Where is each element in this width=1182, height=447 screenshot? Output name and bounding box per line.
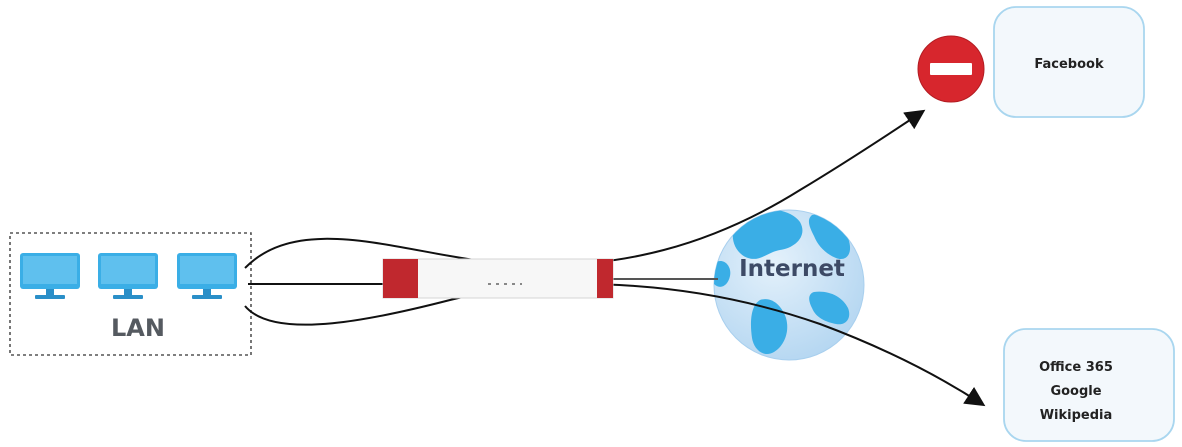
allowed-site-office365: Office 365 xyxy=(1039,360,1113,375)
allowed-site-wikipedia: Wikipedia xyxy=(1040,408,1113,423)
monitor-icon xyxy=(98,253,158,299)
monitor-icon xyxy=(20,253,80,299)
allowed-sites-box: Office 365 Google Wikipedia xyxy=(1004,329,1174,441)
lan-group: LAN xyxy=(10,233,251,355)
blocked-site-label: Facebook xyxy=(1034,57,1104,72)
internet-label: Internet xyxy=(739,256,845,282)
monitor-icon xyxy=(177,253,237,299)
allowed-site-google: Google xyxy=(1050,384,1101,399)
no-entry-icon xyxy=(918,36,984,102)
globe-icon: Internet xyxy=(711,209,864,360)
blocked-site-box: Facebook xyxy=(994,7,1144,117)
connections xyxy=(245,112,982,404)
lan-label: LAN xyxy=(111,314,165,342)
allowed-traffic-path xyxy=(245,284,982,404)
firewall-device-icon xyxy=(383,259,613,298)
